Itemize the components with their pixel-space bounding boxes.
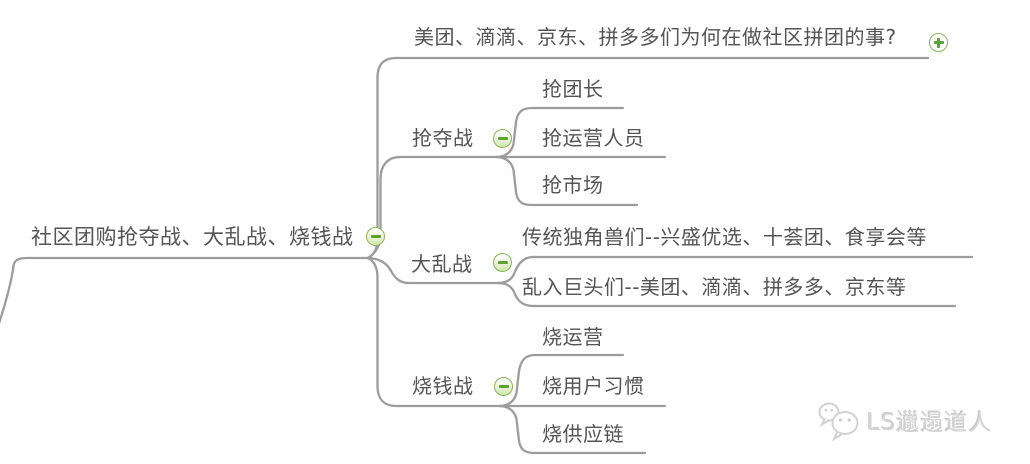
edge-grab-to-leader — [495, 106, 625, 159]
topic-grab-battle[interactable]: 抢夺战 — [412, 126, 474, 150]
minus-icon[interactable] — [366, 227, 385, 246]
minus-icon[interactable] — [494, 377, 513, 396]
edge-root-to-burn-battle — [366, 256, 667, 408]
subtopic-grab-market[interactable]: 抢市场 — [542, 173, 604, 197]
subtopic-burn-operation[interactable]: 烧运营 — [542, 325, 604, 349]
minus-icon[interactable] — [493, 129, 512, 148]
edge-grab-to-market — [495, 155, 639, 207]
edge-root-to-grab-battle — [366, 155, 667, 260]
subtopic-traditional-unicorns[interactable]: 传统独角兽们--兴盛优选、十荟团、食享会等 — [522, 225, 927, 249]
edge-melee-to-giants — [496, 281, 957, 308]
edge-melee-to-unicorns — [496, 255, 974, 285]
subtopic-burn-supply-chain[interactable]: 烧供应链 — [542, 422, 624, 446]
subtopic-intruding-giants[interactable]: 乱入巨头们--美团、滴滴、拼多多、京东等 — [522, 275, 907, 299]
watermark: LS邋遢道人 — [816, 399, 992, 441]
subtopic-grab-operators[interactable]: 抢运营人员 — [542, 126, 645, 150]
plus-icon[interactable] — [929, 33, 948, 52]
watermark-text: LS邋遢道人 — [867, 410, 993, 436]
subtopic-grab-leader[interactable]: 抢团长 — [542, 77, 604, 101]
edge-root-underline — [0, 256, 370, 324]
topic-question[interactable]: 美团、滴滴、京东、拼多多们为何在做社区拼团的事? — [414, 25, 897, 49]
topic-burn-battle[interactable]: 烧钱战 — [412, 374, 474, 398]
minus-icon[interactable] — [493, 253, 512, 272]
edge-burn-to-supply — [498, 404, 647, 455]
edge-root-to-melee-battle — [366, 256, 500, 285]
edge-burn-to-operation — [498, 353, 625, 408]
root-topic[interactable]: 社区团购抢夺战、大乱战、烧钱战 — [31, 225, 354, 249]
topic-melee-battle[interactable]: 大乱战 — [411, 252, 473, 276]
subtopic-burn-user-habit[interactable]: 烧用户习惯 — [542, 374, 645, 398]
wechat-icon — [818, 402, 859, 441]
